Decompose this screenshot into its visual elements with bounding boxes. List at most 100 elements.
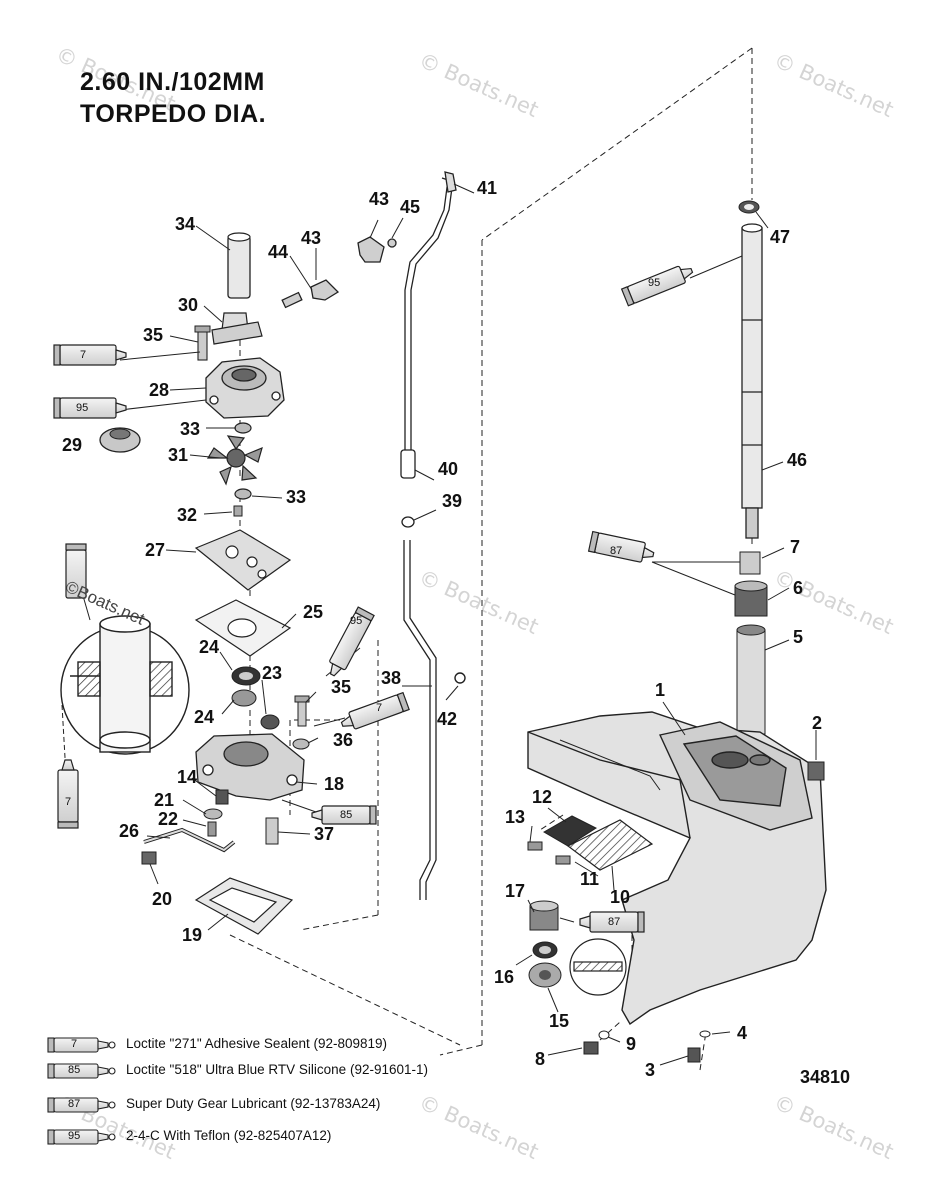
callout-1: 1 [655,680,666,700]
tube-label: 95 [76,402,89,414]
callout-23: 23 [262,663,283,683]
part-11 [555,855,571,865]
part-13 [527,841,543,851]
callout-20: 20 [152,889,173,909]
callout-7: 7 [790,537,801,557]
callout-17: 17 [505,881,526,901]
part-32 [233,505,243,517]
tube-87-right [587,530,655,563]
callout-38: 38 [381,668,402,688]
callout-19: 19 [182,925,203,945]
diagram-title-line1: 2.60 IN./102MM [80,68,265,96]
callout-4: 4 [737,1023,748,1043]
part-28 [205,357,285,419]
part-24-bottom [231,689,257,707]
part-15 [528,962,562,988]
callout-28: 28 [149,380,170,400]
callout-30: 30 [178,295,199,315]
callout-33: 33 [180,419,201,439]
tube-label: 85 [340,809,353,821]
tube-label: 87 [610,545,623,557]
callout-31: 31 [168,445,189,465]
callout-12: 12 [532,787,553,807]
bearing-detail-inset [569,938,627,996]
callout-42: 42 [437,709,458,729]
diagram-title-line2: TORPEDO DIA. [80,100,267,128]
part-34 [227,232,251,299]
tube-7-mid [340,691,410,730]
shaft-detail-inset [60,615,190,755]
callout-33: 33 [286,487,307,507]
callout-24: 24 [194,707,215,727]
legend-code: 7 [71,1038,78,1050]
callout-29: 29 [62,435,83,455]
part-29 [99,427,141,453]
callout-10: 10 [610,887,631,907]
callout-22: 22 [158,809,179,829]
callout-25: 25 [303,602,324,622]
tube-inset-top [65,543,87,599]
part-27 [194,529,292,591]
callout-43: 43 [369,189,390,209]
part-37 [265,817,279,845]
callout-47: 47 [770,227,791,247]
part-2 [807,761,825,781]
callout-41: 41 [477,178,498,198]
callout-11: 11 [580,869,600,889]
tube-label: 87 [608,916,621,928]
tube-label: 7 [376,702,383,714]
callout-46: 46 [787,450,808,470]
legend-tube-87 [47,1097,116,1113]
callout-44: 44 [268,242,289,262]
tube-label: 7 [80,349,87,361]
part-25 [194,599,292,657]
part-8 [583,1041,599,1055]
callout-3: 3 [645,1060,656,1080]
tube-85-mid [311,805,377,825]
part-4 [699,1030,711,1038]
shift-shaft [400,171,457,900]
callout-21: 21 [154,790,175,810]
callout-13: 13 [505,807,526,827]
callout-43: 43 [301,228,322,248]
part-21 [203,808,223,820]
tube-95-top [620,265,694,307]
part-3 [687,1047,701,1063]
tube-7-inset [57,759,79,829]
part-23 [260,714,280,730]
legend-tube-7 [47,1037,116,1053]
callout-45: 45 [400,197,421,217]
callout-8: 8 [535,1049,546,1069]
callout-35: 35 [331,677,352,697]
callout-2: 2 [812,713,823,733]
callout-35: 35 [143,325,164,345]
part-33-top [234,422,252,434]
part-10 [566,819,654,871]
tube-87-low [579,911,645,933]
part-42 [454,672,466,684]
callout-40: 40 [438,459,459,479]
callout-16: 16 [494,967,515,987]
part-9 [598,1030,610,1040]
part-7-bushing [739,551,761,575]
tube-95-left [53,397,127,419]
part-20 [141,851,157,865]
callout-18: 18 [324,774,345,794]
legend-text-87: Super Duty Gear Lubricant (92-13783A24) [126,1096,381,1111]
part-6 [734,580,768,617]
legend-text-95: 2-4-C With Teflon (92-825407A12) [126,1128,332,1143]
callout-26: 26 [119,821,140,841]
part-18 [195,733,305,801]
part-5 [736,624,766,735]
diagram-number: 34810 [800,1067,851,1087]
part-30 [211,312,263,345]
callout-27: 27 [145,540,166,560]
callout-32: 32 [177,505,198,525]
tube-label: 7 [65,796,72,808]
legend-code: 85 [68,1064,81,1076]
part-19 [194,877,294,935]
part-46-driveshaft [741,223,763,539]
callout-37: 37 [314,824,335,844]
part-31-impeller [206,435,263,486]
